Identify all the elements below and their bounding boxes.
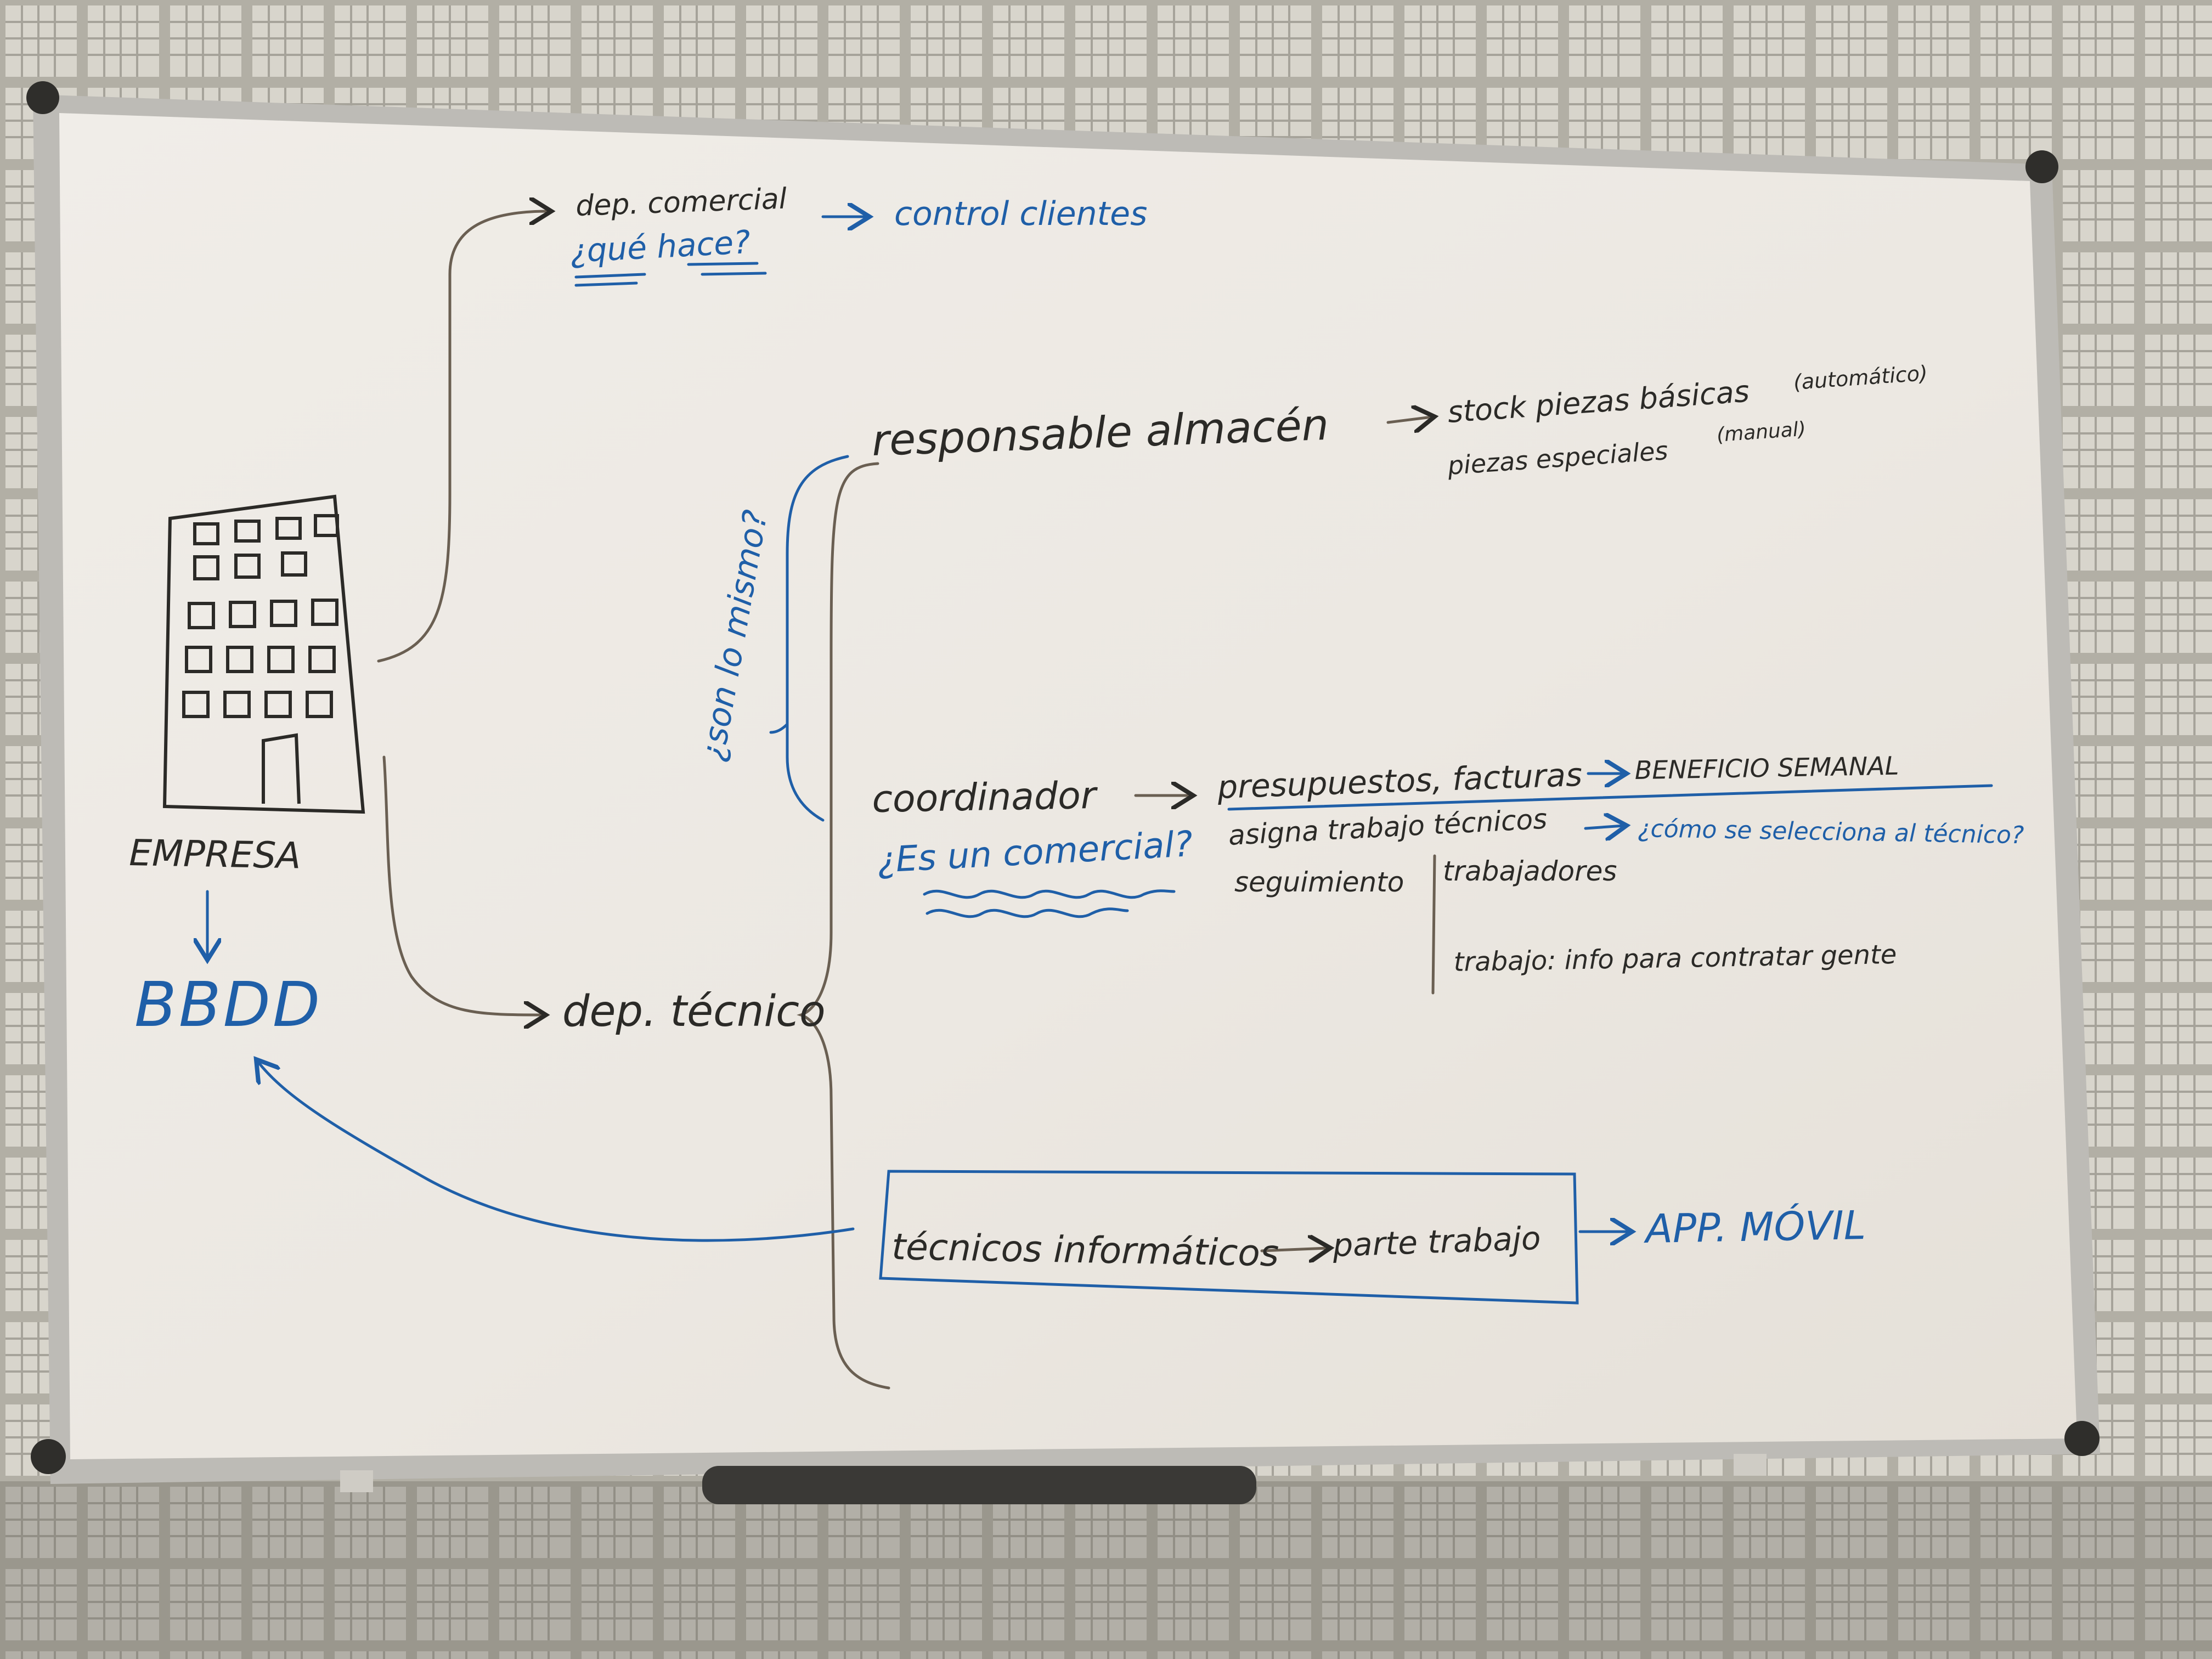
question-underline-1 xyxy=(574,262,767,287)
whiteboard-surface xyxy=(59,113,2077,1459)
database-label: BBDD xyxy=(134,969,322,1041)
coordinator-task-tracking: seguimiento xyxy=(1234,866,1404,898)
technicians-role-label: técnicos informáticos xyxy=(891,1226,1279,1274)
tracking-divider xyxy=(1431,854,1436,995)
technicians-output-label: parte trabajo xyxy=(1331,1220,1541,1264)
technician-selection-question: ¿cómo se selecciona al técnico? xyxy=(1638,815,2024,849)
tray-clip-left xyxy=(340,1470,373,1492)
budget-underline xyxy=(1227,784,1993,811)
commercial-department-label: dep. comercial xyxy=(575,183,787,223)
coordinator-task-benefit: BENEFICIO SEMANAL xyxy=(1634,751,1899,785)
warehouse-arrow xyxy=(1386,417,1432,422)
technicians-box xyxy=(879,1170,1579,1305)
frame-corner-top-right xyxy=(2025,150,2058,183)
marker-tray xyxy=(702,1466,1256,1504)
frame-corner-bottom-right xyxy=(2064,1421,2100,1456)
same-role-brace xyxy=(769,455,849,822)
technicians-arrow xyxy=(1260,1248,1328,1251)
tracking-workers-item: trabajadores xyxy=(1443,855,1617,887)
selection-arrow xyxy=(1584,826,1624,828)
company-to-commercial-arrow xyxy=(377,211,549,663)
tray-clip-right xyxy=(1734,1454,1767,1476)
technical-brace xyxy=(797,462,890,1390)
mobile-app-label: APP. MÓVIL xyxy=(1643,1202,1866,1252)
company-label: EMPRESA xyxy=(129,832,301,877)
frame-corner-bottom-left xyxy=(31,1439,66,1474)
wall-shade-bottom xyxy=(0,1481,2212,1659)
technical-department-label: dep. técnico xyxy=(562,987,826,1036)
coordinator-role-label: coordinador xyxy=(872,774,1098,821)
frame-corner-top-left xyxy=(26,81,59,114)
building-icon xyxy=(162,494,365,814)
technicians-to-db-arrow xyxy=(258,1062,855,1242)
commercial-wavy-underline xyxy=(923,889,1176,918)
company-to-technical-arrow xyxy=(382,755,543,1015)
commercial-result-label: control clientes xyxy=(894,195,1147,233)
